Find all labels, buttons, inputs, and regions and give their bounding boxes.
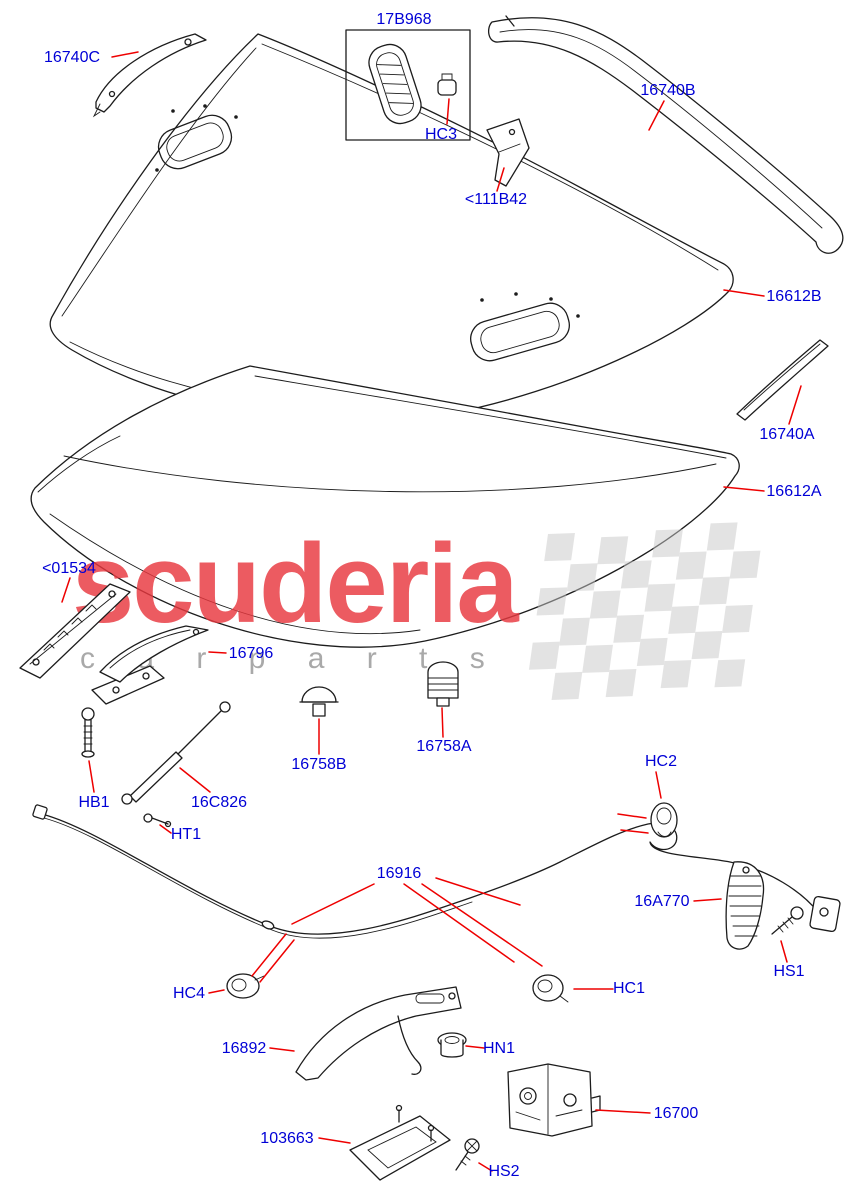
- part-label-16700[interactable]: 16700: [654, 1105, 699, 1122]
- clip-HC3-drawing: [437, 73, 457, 96]
- part-label-17B968[interactable]: 17B968: [376, 11, 431, 28]
- part-label-16740C[interactable]: 16740C: [44, 49, 100, 66]
- part-label-16892[interactable]: 16892: [222, 1040, 267, 1057]
- part-label-16C826[interactable]: 16C826: [191, 794, 247, 811]
- part-label-HC3[interactable]: HC3: [425, 126, 457, 143]
- part-label-111B42[interactable]: <111B42: [465, 191, 527, 208]
- part-label-HB1[interactable]: HB1: [78, 794, 109, 811]
- part-label-HC2[interactable]: HC2: [645, 753, 677, 770]
- part-label-16612B[interactable]: 16612B: [766, 288, 821, 305]
- bumper-16758A-drawing: [427, 661, 459, 707]
- gas-strut-16C826-drawing: [121, 701, 231, 805]
- clip-HC4-drawing: [226, 973, 265, 999]
- part-label-16740A[interactable]: 16740A: [759, 426, 814, 443]
- pin-HT1-drawing: [143, 813, 172, 828]
- cable-end-fitting: [809, 895, 841, 933]
- checkered-flag-watermark: [528, 522, 761, 700]
- vent-grille-inset-17B968: [345, 29, 471, 141]
- part-label-16612A[interactable]: 16612A: [766, 483, 821, 500]
- part-label-16916[interactable]: 16916: [377, 865, 422, 882]
- part-labels: 16740C 17B968 HC3 <111B42 16740B 16612B …: [42, 11, 822, 1180]
- part-label-HS2[interactable]: HS2: [488, 1163, 519, 1180]
- grommet-HN1-drawing: [437, 1032, 467, 1058]
- clip-HC2-drawing: [650, 802, 678, 838]
- screw-HS1-drawing: [771, 906, 804, 935]
- watermark: scuderia c a r p a r t s: [72, 521, 761, 700]
- support-bracket-16892-drawing: [295, 986, 462, 1081]
- leader-lines: [61, 51, 802, 1172]
- part-label-01534[interactable]: <01534: [42, 560, 96, 577]
- part-label-16758A[interactable]: 16758A: [416, 738, 471, 755]
- clip-HC1-drawing: [532, 974, 569, 1003]
- seal-bracket-16740C-drawing: [92, 33, 207, 118]
- weatherstrip-16740B-drawing: [487, 15, 844, 254]
- bumper-16758B-drawing: [299, 686, 339, 717]
- bracket-111B42-drawing: [486, 118, 530, 187]
- screw-HS2-drawing: [455, 1138, 480, 1171]
- hood-hinge-16796-drawing: [91, 625, 209, 705]
- striker-plate-103663-drawing: [349, 1104, 451, 1181]
- hood-latch-16700-drawing: [507, 1063, 601, 1137]
- part-label-HT1[interactable]: HT1: [171, 826, 201, 843]
- watermark-brand: scuderia: [72, 521, 519, 646]
- part-label-16796[interactable]: 16796: [229, 645, 274, 662]
- part-label-HN1[interactable]: HN1: [483, 1040, 515, 1057]
- part-label-HC4[interactable]: HC4: [173, 985, 205, 1002]
- release-handle-16A770-drawing: [725, 861, 765, 950]
- bracket-01534-drawing: [19, 583, 131, 679]
- part-label-16758B[interactable]: 16758B: [291, 756, 346, 773]
- part-label-HC1[interactable]: HC1: [613, 980, 645, 997]
- hood-outer-panel-16612B-drawing: [49, 33, 734, 423]
- part-label-HS1[interactable]: HS1: [773, 963, 804, 980]
- seal-strip-16740A-drawing: [736, 339, 829, 421]
- hood-vent-cutout-left: [157, 114, 233, 170]
- release-cable-16916-drawing: [32, 804, 841, 939]
- part-label-16740B[interactable]: 16740B: [640, 82, 695, 99]
- part-label-16A770[interactable]: 16A770: [634, 893, 689, 910]
- part-label-103663[interactable]: 103663: [260, 1130, 313, 1147]
- bolt-HB1-drawing: [81, 707, 95, 758]
- hood-vent-cutout-right: [470, 302, 570, 362]
